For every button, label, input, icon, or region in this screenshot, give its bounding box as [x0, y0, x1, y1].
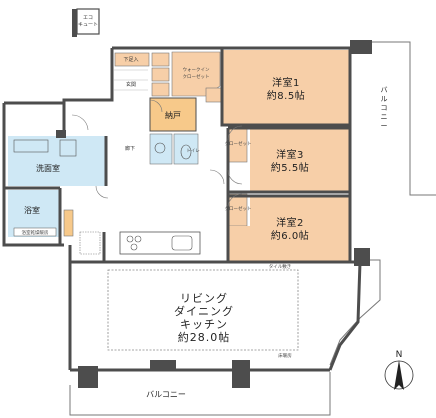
small-storage-c: [151, 82, 170, 97]
western-room-3: [250, 128, 350, 192]
nando-room: [149, 97, 197, 132]
closet-room3-label: クローゼット: [225, 140, 252, 147]
room3-size: 約5.5帖: [271, 161, 309, 174]
balcony-right-outline: [329, 41, 436, 366]
ldk-label-1: リビング: [180, 291, 228, 305]
floor-heating-area: [107, 269, 299, 351]
hallway-label: 廊下: [125, 145, 135, 152]
north-label: N: [396, 350, 403, 360]
washbasin: [13, 139, 49, 153]
svg-text:ル: ル: [381, 95, 388, 103]
svg-text:ー: ー: [381, 122, 388, 130]
toilet-room: [173, 133, 199, 165]
kitchen-counter: [119, 231, 201, 255]
door-swings: [71, 99, 243, 207]
western-room-2: [250, 196, 350, 262]
nando-label: 納戸: [165, 110, 181, 120]
washroom-label: 洗面室: [36, 163, 60, 173]
storage-left: [63, 209, 74, 237]
eco-cute-label-2: キュート: [78, 22, 98, 28]
washroom: [8, 136, 106, 186]
stove-burner-2: [134, 235, 142, 243]
genkan-label: 玄関: [126, 81, 136, 88]
svg-text:バ: バ: [381, 86, 388, 94]
walkin-closet-label-1: ウォークイン: [183, 66, 210, 73]
shoe-box-label: 下足入: [123, 57, 138, 63]
walkin-closet-label-2: クローゼット: [183, 73, 210, 80]
stove-burner-1: [126, 235, 134, 243]
ldk-label-3: キッチン: [180, 318, 228, 331]
genkan-area: [114, 69, 148, 91]
bath-dryer-label: 浴室乾燥暖房: [22, 229, 49, 236]
washing-machine: [59, 139, 77, 157]
room2-name: 洋室2: [276, 216, 304, 229]
kitchen-sink: [171, 235, 193, 251]
ldk-label-2: ダイニング: [174, 304, 234, 318]
closet-room2-label: クローゼット: [225, 205, 252, 212]
small-storage-a: [151, 52, 170, 67]
tile-floor-label: タイル敷き: [269, 263, 292, 270]
refrigerator-space: [79, 231, 101, 255]
eco-cute-label-1: エコ: [83, 15, 93, 21]
balcony-bottom-outline: [69, 372, 331, 416]
svg-text:コ: コ: [381, 104, 388, 112]
shoe-box: [114, 52, 150, 67]
bathroom-label: 浴室: [24, 205, 40, 215]
room1-name: 洋室1: [272, 76, 300, 89]
balcony-right-label: バ ル コ ニ ー: [381, 86, 388, 130]
room1-size: 約8.5帖: [267, 89, 305, 102]
toilet-label: トイレ: [186, 149, 200, 154]
small-storage-b: [151, 67, 170, 82]
svg-text:ニ: ニ: [381, 113, 388, 121]
toilet-sink-area: [149, 133, 173, 165]
columns: [56, 40, 372, 388]
room2-size: 約6.0帖: [271, 229, 309, 242]
floor-heating-label: 床暖房: [278, 352, 292, 359]
north-arrow: N: [384, 350, 414, 390]
western-room-1: [222, 50, 350, 125]
bath-dryer-panel: [13, 227, 57, 237]
toilet-sink-fixture: [154, 142, 166, 154]
storage-near-room1: [205, 87, 223, 103]
closet-room2-ext: [229, 226, 250, 262]
stove-burner-3: [130, 243, 138, 251]
room3-name: 洋室3: [276, 148, 304, 161]
ldk-size: 約28.0帖: [178, 330, 231, 344]
walls: [2, 46, 362, 372]
toilet-fixture: [180, 144, 192, 160]
balcony-bottom-label: バルコニー: [146, 390, 186, 399]
